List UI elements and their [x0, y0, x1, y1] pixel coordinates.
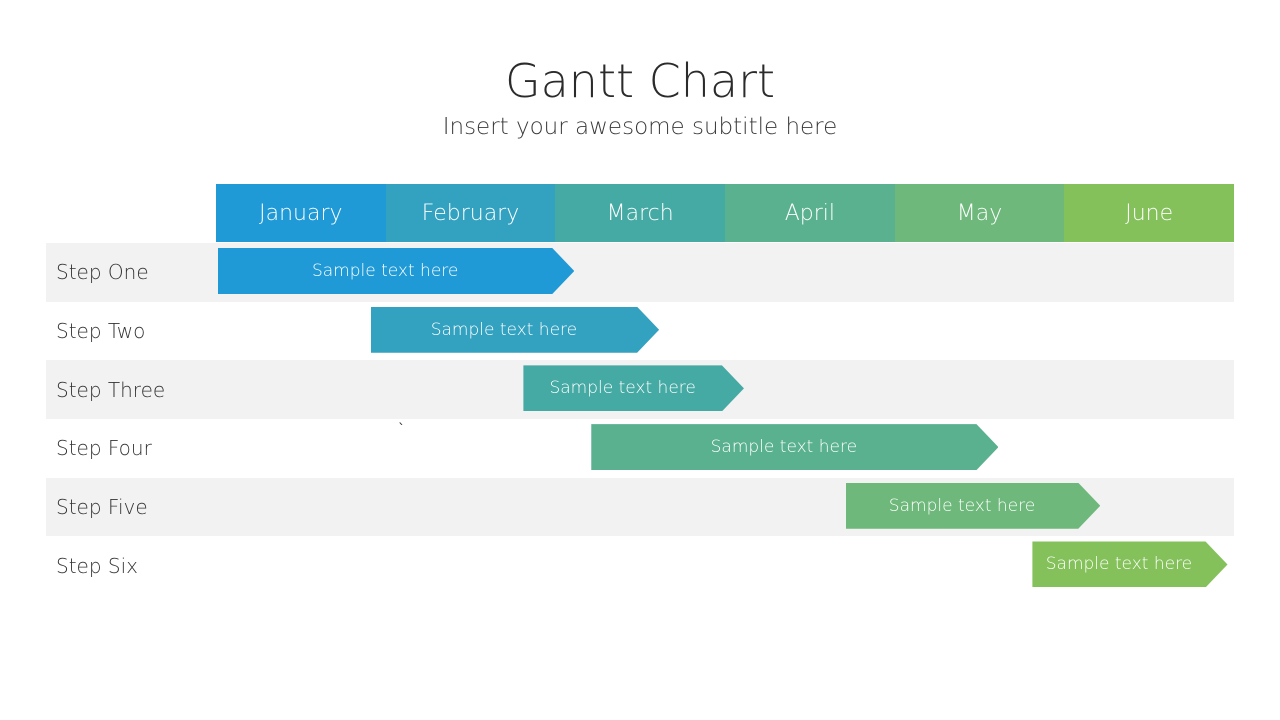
- step-label: Step One: [56, 260, 149, 285]
- step-label: Step Six: [56, 553, 138, 578]
- month-header-june: June: [1064, 184, 1235, 242]
- gantt-row: Step Five Sample text here: [46, 477, 1234, 537]
- page-subtitle: Insert your awesome subtitle here: [442, 114, 838, 140]
- step-label: Step Two: [56, 319, 146, 344]
- gantt-row: Step One Sample text here: [46, 243, 1234, 302]
- page-title: Gantt Chart: [504, 54, 776, 108]
- gantt-row: Step Four Sample text here: [46, 419, 1234, 478]
- gantt-bar[interactable]: Sample text here: [371, 307, 659, 353]
- gantt-bar[interactable]: Sample text here: [1032, 541, 1227, 587]
- step-label: Step Five: [56, 495, 148, 520]
- gantt-bar[interactable]: Sample text here: [218, 248, 574, 294]
- month-header-april: April: [725, 184, 895, 242]
- gantt-bar[interactable]: Sample text here: [523, 365, 744, 411]
- stray-mark: `: [398, 422, 405, 438]
- gantt-bar[interactable]: Sample text here: [591, 424, 998, 470]
- gantt-row: Step Six Sample text here: [46, 536, 1234, 595]
- month-header-may: May: [894, 184, 1065, 242]
- month-header-february: February: [385, 184, 556, 242]
- gantt-bar[interactable]: Sample text here: [846, 483, 1101, 529]
- month-header-january: January: [216, 184, 386, 242]
- gantt-row: Step Three Sample text here: [46, 360, 1234, 420]
- step-label: Step Four: [56, 436, 152, 461]
- gantt-row: Step Two Sample text here: [46, 302, 1234, 361]
- step-label: Step Three: [56, 377, 166, 402]
- month-header-march: March: [555, 184, 726, 242]
